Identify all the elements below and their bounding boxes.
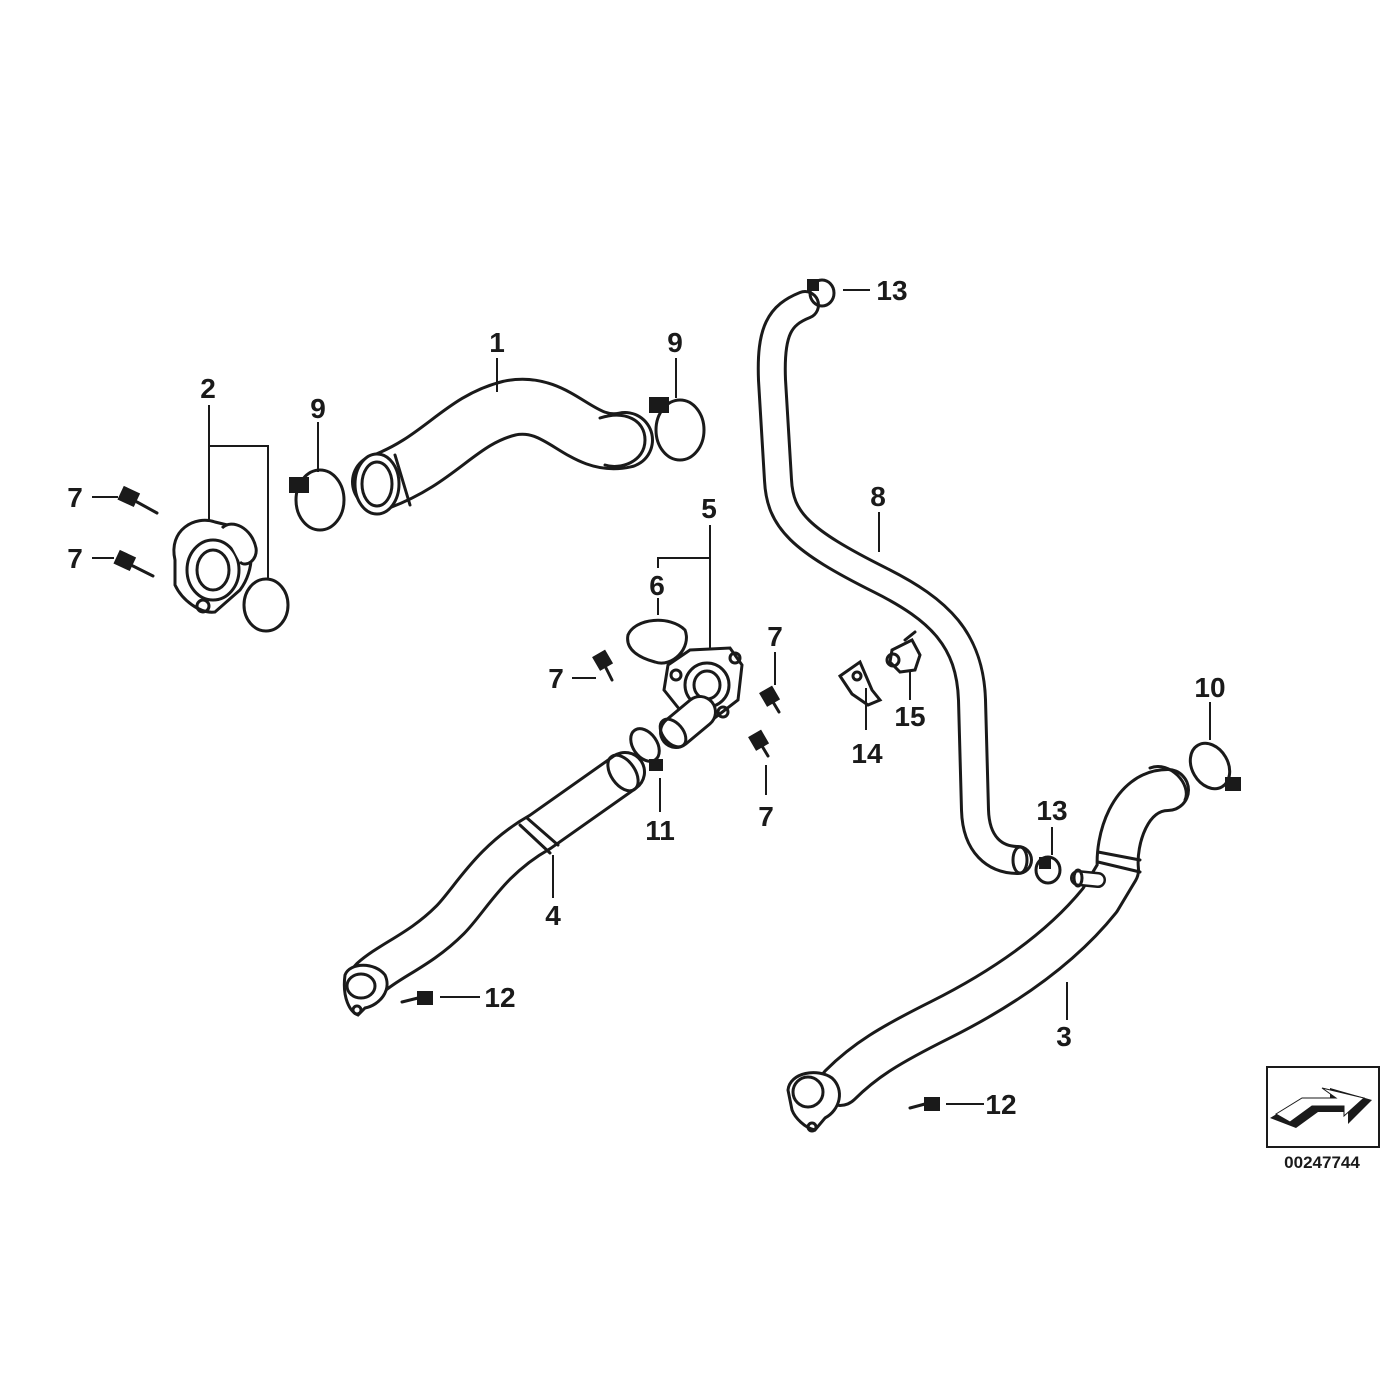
callout-13-top: 13 — [876, 275, 907, 306]
callout-11: 11 — [645, 815, 675, 846]
diagram-reference-number: 00247744 — [1284, 1153, 1360, 1172]
callout-6: 6 — [649, 570, 665, 601]
callout-3: 3 — [1056, 1021, 1072, 1052]
callout-13-bottom: 13 — [1036, 795, 1067, 826]
part-2-o-ring — [242, 577, 290, 633]
part-13-clamp-bottom — [1034, 855, 1062, 885]
callout-4: 4 — [545, 900, 561, 931]
part-8-bypass-hose — [756, 290, 1033, 875]
part-14-bracket — [837, 659, 883, 707]
part-1-upper-hose — [351, 377, 654, 516]
leader-lines — [92, 289, 1211, 1105]
part-12-bolt-left — [400, 991, 433, 1005]
callout-7-b: 7 — [67, 543, 83, 574]
part-4-lower-hose — [342, 751, 646, 1017]
part-2-housing-flange — [172, 518, 258, 614]
callout-1: 1 — [489, 327, 505, 358]
callout-14: 14 — [851, 738, 883, 769]
part-7-bolt-d — [759, 685, 781, 714]
callout-10: 10 — [1194, 672, 1225, 703]
part-7-bolt-e — [748, 729, 770, 758]
orientation-arrow-box — [1266, 1066, 1380, 1148]
part-9-hose-clamp-left — [289, 468, 346, 532]
callout-12-left: 12 — [484, 982, 515, 1013]
part-15-clip — [885, 630, 922, 674]
callout-2: 2 — [200, 373, 216, 404]
callout-7-a: 7 — [67, 482, 83, 513]
callout-7-e: 7 — [758, 801, 774, 832]
callout-12-right: 12 — [985, 1089, 1016, 1120]
part-3-lower-hose — [786, 765, 1190, 1133]
part-7-bolt-c — [592, 649, 614, 682]
callout-9-right: 9 — [667, 327, 683, 358]
callout-15: 15 — [894, 701, 925, 732]
callout-9-left: 9 — [310, 393, 326, 424]
part-7-bolt-a — [117, 485, 159, 515]
callout-7-c: 7 — [548, 663, 564, 694]
callout-7-d: 7 — [767, 621, 783, 652]
part-9-hose-clamp-right — [649, 397, 706, 462]
part-13-clamp-top — [807, 278, 836, 308]
part-5-flange-connector — [658, 646, 744, 749]
part-12-bolt-right — [908, 1097, 940, 1111]
part-11-hose-clamp — [629, 727, 663, 771]
callout-5: 5 — [701, 493, 717, 524]
part-10-hose-clamp — [1188, 741, 1241, 791]
part-7-bolt-b — [113, 549, 155, 578]
callout-8: 8 — [870, 481, 886, 512]
part-6-gasket — [626, 618, 688, 665]
